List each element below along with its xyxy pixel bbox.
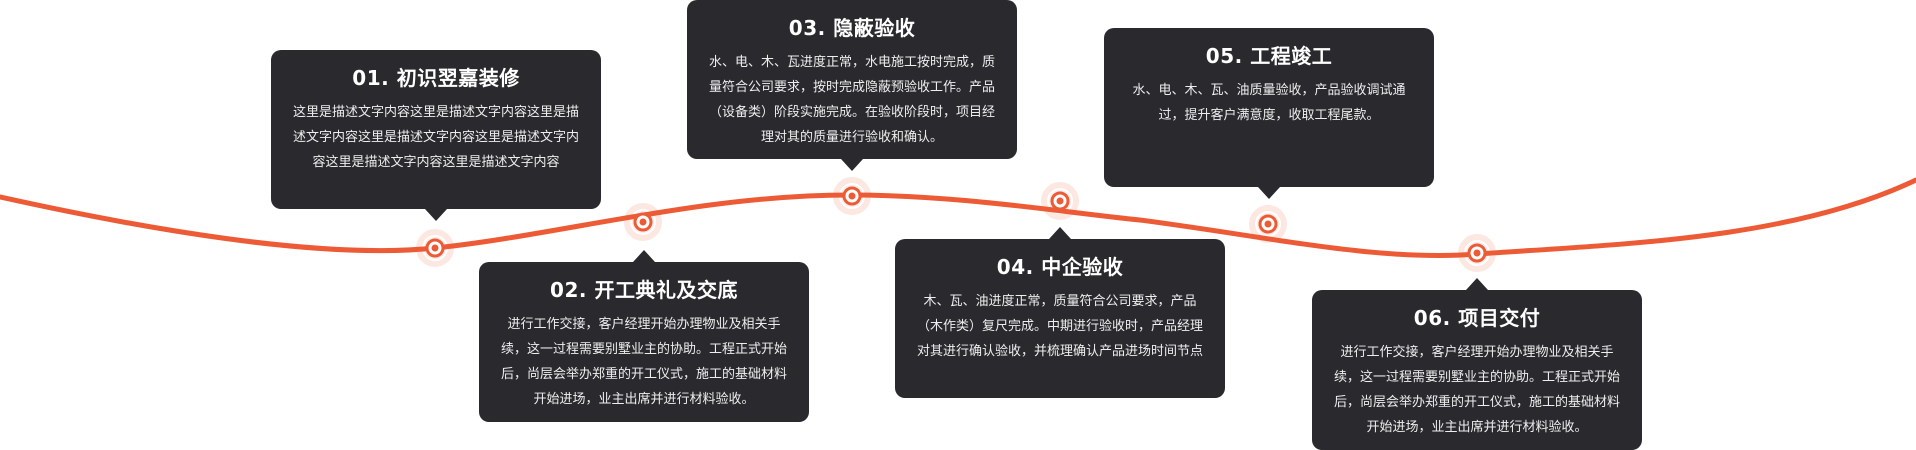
step-description: 水、电、木、瓦进度正常，水电施工按时完成，质量符合公司要求，按时完成隐蔽预验收工… <box>708 55 995 145</box>
card-pointer <box>633 250 655 262</box>
card-pointer <box>1049 227 1071 239</box>
node-halo <box>833 177 871 215</box>
step-card-3: 03. 隐蔽验收 水、电、木、瓦进度正常，水电施工按时完成，质量符合公司要求，按… <box>687 0 1017 171</box>
node-dot <box>639 218 647 226</box>
timeline-node-1 <box>416 229 454 267</box>
node-dot <box>1056 197 1064 205</box>
node-dot <box>431 244 439 252</box>
card-pointer <box>1258 187 1280 199</box>
node-dot <box>848 192 856 200</box>
step-card-5: 05. 工程竣工 水、电、木、瓦、油质量验收，产品验收调试通过，提升客户满意度，… <box>1104 28 1434 199</box>
node-halo <box>1249 205 1287 243</box>
card-pointer <box>841 159 863 171</box>
step-card-6: 06. 项目交付 进行工作交接，客户经理开始办理物业及相关手续，这一过程需要别墅… <box>1312 278 1642 450</box>
step-card-2: 02. 开工典礼及交底 进行工作交接，客户经理开始办理物业及相关手续，这一过程需… <box>479 250 809 422</box>
step-card-1: 01. 初识翌嘉装修 这里是描述文字内容这里是描述文字内容这里是描述文字内容这里… <box>271 50 601 221</box>
step-description: 木、瓦、油进度正常，质量符合公司要求，产品（木作类）复尺完成。中期进行验收时，产… <box>916 294 1203 359</box>
node-halo <box>416 229 454 267</box>
step-description: 进行工作交接，客户经理开始办理物业及相关手续，这一过程需要别墅业主的协助。工程正… <box>1333 345 1620 435</box>
step-description: 水、电、木、瓦、油质量验收，产品验收调试通过，提升客户满意度，收取工程尾款。 <box>1132 83 1406 123</box>
timeline-curve <box>0 177 1916 258</box>
node-halo <box>1041 182 1079 220</box>
timeline-node-4 <box>1041 182 1079 220</box>
timeline-node-5 <box>1249 205 1287 243</box>
node-dot <box>1473 249 1481 257</box>
node-dot <box>1264 220 1272 228</box>
timeline-node-2 <box>624 203 662 241</box>
node-halo <box>1458 234 1496 272</box>
step-card-4: 04. 中企验收 木、瓦、油进度正常，质量符合公司要求，产品（木作类）复尺完成。… <box>895 227 1225 398</box>
step-description: 进行工作交接，客户经理开始办理物业及相关手续，这一过程需要别墅业主的协助。工程正… <box>500 317 787 407</box>
node-halo <box>624 203 662 241</box>
timeline-node-6 <box>1458 234 1496 272</box>
step-title: 06. 项目交付 <box>1413 306 1541 330</box>
step-title: 02. 开工典礼及交底 <box>550 278 738 302</box>
step-title: 01. 初识翌嘉装修 <box>352 66 520 90</box>
step-title: 04. 中企验收 <box>996 255 1124 279</box>
step-title: 05. 工程竣工 <box>1205 44 1333 68</box>
step-title: 03. 隐蔽验收 <box>788 16 916 40</box>
card-pointer <box>1466 278 1488 290</box>
step-description: 这里是描述文字内容这里是描述文字内容这里是描述文字内容这里是描述文字内容这里是描… <box>292 105 579 170</box>
card-pointer <box>425 209 447 221</box>
timeline-node-3 <box>833 177 871 215</box>
